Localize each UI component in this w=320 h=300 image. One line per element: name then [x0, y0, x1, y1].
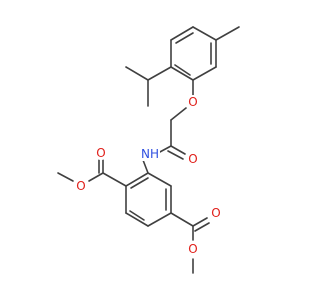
molecule-diagram: O NH O O O O O: [57, 26, 240, 274]
label-o-ester1-single: O: [76, 179, 85, 193]
atom-ether-oxygen: O: [186, 95, 200, 109]
label-o-ester2-carbonyl: O: [211, 206, 220, 220]
ether-ch2-bond: [170, 107, 187, 121]
amide-nh-bond: [157, 145, 172, 154]
amide-carbonyl: [167, 145, 186, 160]
atom-ester1-carbonyl-oxygen: O: [94, 146, 108, 160]
atom-amide-nitrogen: NH: [140, 146, 160, 161]
label-o-amide: O: [188, 152, 197, 166]
atom-amide-oxygen: O: [186, 152, 200, 166]
label-o-ester2-single: O: [188, 242, 197, 256]
label-o-ester1-carbonyl: O: [96, 146, 105, 160]
methyl-bond-top: [215, 26, 240, 41]
aryl-ring-top: [170, 26, 217, 81]
atom-ester2-carbonyl-oxygen: O: [209, 206, 223, 220]
nh-ring-bond: [142, 159, 149, 174]
atom-ester1-single-oxygen: O: [74, 179, 88, 193]
atom-ester2-single-oxygen: O: [186, 242, 200, 256]
isopropyl-group: [125, 66, 172, 107]
ester-right: [170, 212, 210, 274]
label-nh: NH: [141, 147, 159, 161]
aryl-ring-bottom: [125, 172, 172, 227]
label-o-ether: O: [188, 95, 197, 109]
ester-left: [57, 159, 127, 187]
